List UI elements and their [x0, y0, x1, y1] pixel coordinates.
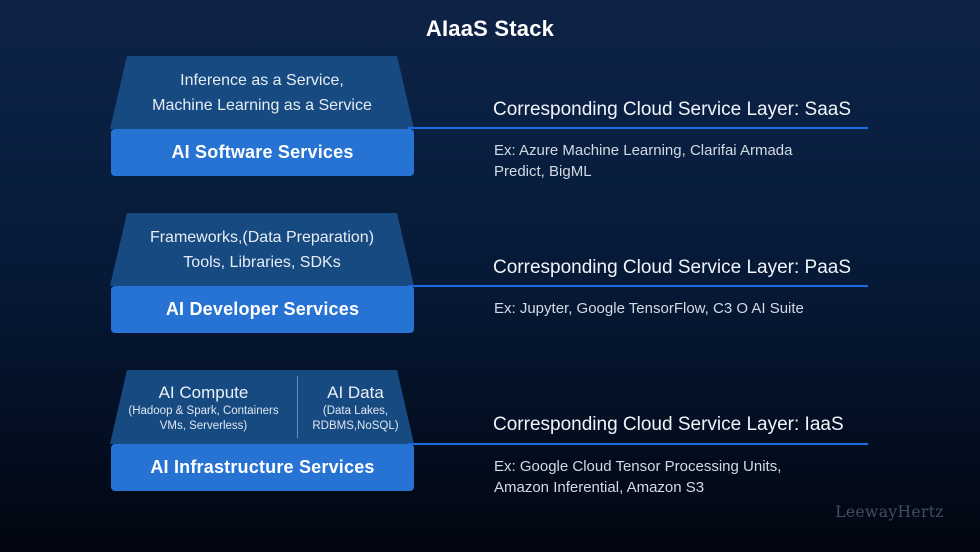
tier1-box-label: AI Software Services — [171, 142, 354, 162]
tier3-examples-line2: Amazon Inferential, Amazon S3 — [494, 479, 705, 496]
tier1-trapezoid: Inference as a Service, Machine Learning… — [110, 56, 414, 129]
tier3-compute-subtitle-line1: (Hadoop & Spark, Containers — [128, 404, 279, 417]
tier2-trapezoid-line1: Frameworks,(Data Preparation) — [149, 228, 375, 246]
tier3-examples: Ex: Google Cloud Tensor Processing Units… — [494, 456, 874, 498]
tier3-trapezoid: AI Compute (Hadoop & Spark, Containers V… — [110, 370, 414, 444]
tier2-trapezoid: Frameworks,(Data Preparation) Tools, Lib… — [110, 213, 414, 286]
tier3-data-title: AI Data — [327, 382, 384, 402]
tier3-compute-title: AI Compute — [158, 382, 249, 402]
tier2-connector-line — [408, 285, 868, 287]
tier3-compute-subtitle-line2: VMs, Serverless) — [159, 419, 248, 432]
tier3-data-subtitle-line1: (Data Lakes, — [322, 404, 389, 417]
tier1-box: AI Software Services — [111, 129, 414, 176]
tier3-column-compute: AI Compute (Hadoop & Spark, Containers V… — [110, 370, 297, 444]
tier3-examples-line1: Ex: Google Cloud Tensor Processing Units… — [494, 458, 782, 475]
tier2-box: AI Developer Services — [111, 286, 414, 333]
tier1-examples-line2: Predict, BigML — [494, 163, 592, 180]
page-title: AIaaS Stack — [425, 16, 555, 41]
tier2-trapezoid-line2: Tools, Libraries, SDKs — [183, 253, 341, 271]
tier1-examples-line1: Ex: Azure Machine Learning, Clarifai Arm… — [494, 142, 793, 159]
tier3-columns: AI Compute (Hadoop & Spark, Containers V… — [110, 370, 414, 444]
tier2-examples-line1: Ex: Jupyter, Google TensorFlow, C3 O AI … — [494, 300, 804, 317]
tier3-box: AI Infrastructure Services — [111, 444, 414, 491]
tier1-layer-heading: Corresponding Cloud Service Layer: SaaS — [493, 99, 852, 120]
tier1-trapezoid-line2: Machine Learning as a Service — [152, 96, 372, 114]
tier1-trapezoid-line1: Inference as a Service, — [180, 71, 344, 89]
leewayhertz-watermark: LeewayHertz — [835, 503, 944, 521]
tier3-data-subtitle-line2: RDBMS,NoSQL) — [312, 419, 399, 432]
tier2-examples: Ex: Jupyter, Google TensorFlow, C3 O AI … — [494, 298, 874, 319]
tier3-column-data: AI Data (Data Lakes, RDBMS,NoSQL) — [297, 370, 414, 444]
tier3-connector-line — [408, 443, 868, 445]
tier3-column-divider — [297, 376, 298, 438]
tier1-examples: Ex: Azure Machine Learning, Clarifai Arm… — [494, 140, 874, 182]
tier2-layer-heading: Corresponding Cloud Service Layer: PaaS — [493, 257, 852, 278]
tier3-box-label: AI Infrastructure Services — [150, 457, 375, 477]
tier3-layer-heading: Corresponding Cloud Service Layer: IaaS — [493, 414, 844, 435]
tier1-connector-line — [408, 127, 868, 129]
tier2-box-label: AI Developer Services — [165, 299, 360, 319]
